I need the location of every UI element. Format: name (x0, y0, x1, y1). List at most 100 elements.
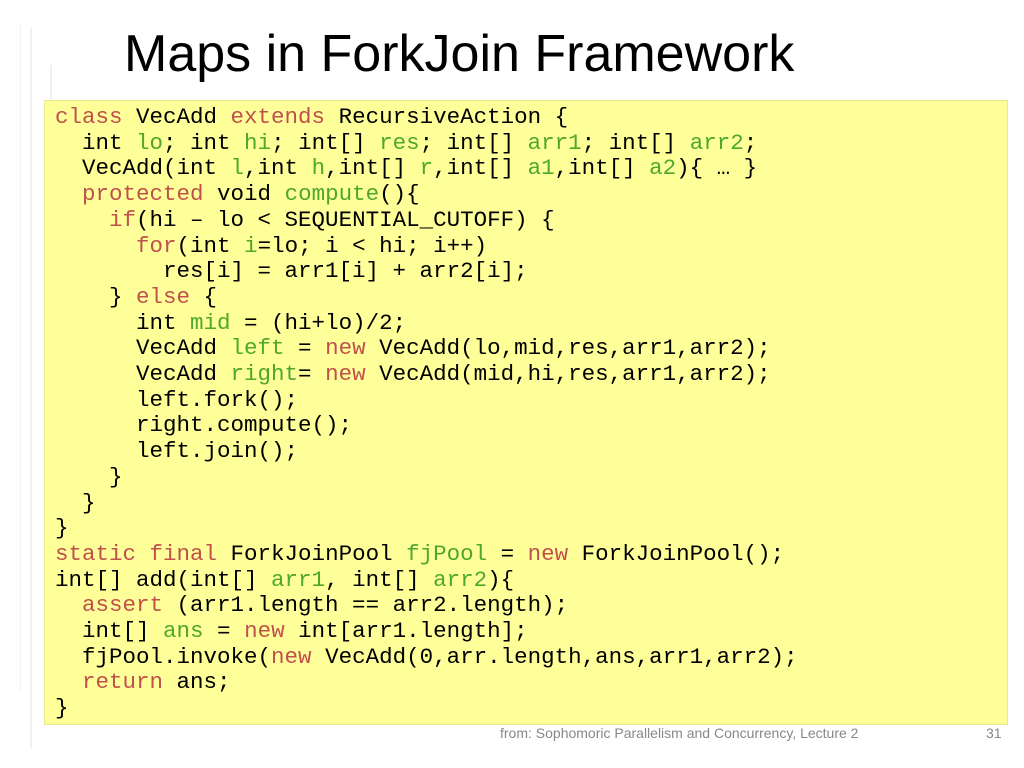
code-text: (hi – lo < SEQUENTIAL_CUTOFF) { (136, 206, 555, 233)
code-text: = (298, 361, 326, 388)
code-text: ; int[] (271, 129, 380, 156)
code-text: = (203, 618, 245, 645)
code-line: if(hi – lo < SEQUENTIAL_CUTOFF) { (55, 206, 798, 234)
code-text: = (487, 540, 528, 567)
code-text: left.fork(); (55, 386, 299, 413)
code-text: left.join(); (55, 438, 299, 465)
code-keyword: for (136, 232, 177, 259)
code-keyword: new (325, 335, 366, 362)
code-text: ,int (244, 155, 312, 182)
code-text: VecAdd (55, 361, 231, 388)
code-identifier: arr2 (433, 566, 488, 593)
code-line: protected void compute(){ (55, 181, 798, 208)
code-text: (arr1.length == arr2.length); (163, 592, 569, 619)
code-text: ,int[] (325, 155, 420, 182)
code-text: int (55, 309, 191, 336)
code-line: } (55, 515, 798, 542)
code-text: VecAdd (122, 104, 231, 130)
code-keyword: else (136, 283, 191, 310)
code-text: (int (176, 232, 245, 259)
code-text: { (190, 283, 218, 310)
code-text: RecursiveAction { (325, 104, 569, 130)
code-keyword: protected (82, 181, 204, 208)
code-line: } (55, 695, 798, 722)
code-line: res[i] = arr1[i] + arr2[i]; (55, 258, 798, 285)
code-text (55, 181, 82, 207)
code-text: fjPool.invoke( (55, 643, 272, 670)
code-identifier: r (419, 155, 434, 182)
code-keyword: static (55, 540, 137, 567)
code-block: class VecAdd extends RecursiveAction { i… (44, 100, 1008, 725)
code-identifier: a1 (527, 155, 555, 182)
code-text: void (203, 181, 285, 208)
code-text: res[i] = arr1[i] + arr2[i]; (55, 258, 528, 285)
code-identifier: hi (244, 129, 272, 156)
code-keyword: new (527, 540, 569, 567)
code-keyword: if (109, 206, 137, 233)
code-line: } (55, 463, 798, 491)
code-identifier: res (379, 129, 420, 156)
code-line: } else { (55, 283, 798, 311)
code-line: assert (arr1.length == arr2.length); (55, 593, 798, 619)
code-text: ForkJoinPool(); (568, 540, 785, 567)
code-identifier: right (230, 361, 299, 388)
page-number: 31 (986, 725, 1002, 741)
code-keyword: class (55, 104, 123, 130)
code-text: VecAdd(0,arr.length,ans,arr1,arr2); (311, 643, 798, 670)
code-text: VecAdd(int (55, 155, 231, 182)
code-keyword: final (149, 540, 218, 567)
code-line: } (55, 490, 798, 517)
code-text: } (55, 283, 137, 310)
code-line: static final ForkJoinPool fjPool = new F… (55, 540, 798, 568)
code-text: = (hi+lo)/2; (230, 309, 407, 336)
code-line: left.fork(); (55, 386, 798, 414)
code-keyword: new (325, 361, 366, 388)
code-keyword: return (82, 669, 164, 696)
code-text: ){ (487, 566, 515, 593)
slide-footer: from: Sophomoric Parallelism and Concurr… (500, 725, 859, 741)
slide-edge-line (30, 28, 32, 748)
code-text: int (55, 129, 137, 156)
code-keyword: assert (82, 592, 164, 619)
code-identifier: left (230, 335, 285, 362)
code-keyword: extends (230, 104, 326, 130)
code-identifier: mid (190, 309, 231, 336)
code-identifier: arr1 (271, 566, 326, 593)
code-keyword: new (244, 618, 285, 645)
code-line: return ans; (55, 670, 798, 696)
code-text: (){ (379, 181, 420, 208)
code-identifier: l (230, 155, 245, 182)
code-text: ForkJoinPool (217, 540, 407, 567)
code-identifier: h (311, 155, 326, 182)
code-line: right.compute(); (55, 413, 798, 439)
code-line: for(int i=lo; i < hi; i++) (55, 232, 798, 260)
code-text: VecAdd(mid,hi,res,arr1,arr2); (365, 361, 771, 388)
code-text: } (55, 463, 123, 490)
code-line: left.join(); (55, 438, 798, 465)
code-line: int mid = (hi+lo)/2; (55, 309, 798, 337)
code-text: right.compute(); (55, 412, 353, 439)
code-identifier: arr1 (527, 129, 582, 156)
code-identifier: a2 (649, 155, 677, 182)
code-line: class VecAdd extends RecursiveAction { (55, 104, 798, 131)
code-line: int lo; int hi; int[] res; int[] arr1; i… (55, 129, 798, 157)
code-identifier: compute (284, 181, 380, 208)
code-text: =lo; i < hi; i++) (257, 232, 488, 259)
code-listing: class VecAdd extends RecursiveAction { i… (55, 104, 798, 722)
code-text: , int[] (325, 566, 434, 593)
code-text: = (284, 335, 326, 362)
code-text (55, 669, 82, 695)
code-text: VecAdd (55, 335, 231, 362)
code-text: ,int[] (554, 155, 650, 182)
code-text: ; int (163, 129, 245, 156)
code-text: } (55, 695, 69, 722)
code-text: ){ … } (676, 155, 758, 182)
code-text (55, 207, 109, 233)
code-identifier: i (244, 232, 258, 259)
code-text: } (55, 515, 69, 542)
code-line: fjPool.invoke(new VecAdd(0,arr.length,an… (55, 643, 798, 671)
code-text: ans; (163, 669, 231, 696)
code-text: ; (743, 129, 758, 156)
code-text (55, 233, 136, 259)
code-text: int[arr1.length]; (284, 618, 528, 645)
